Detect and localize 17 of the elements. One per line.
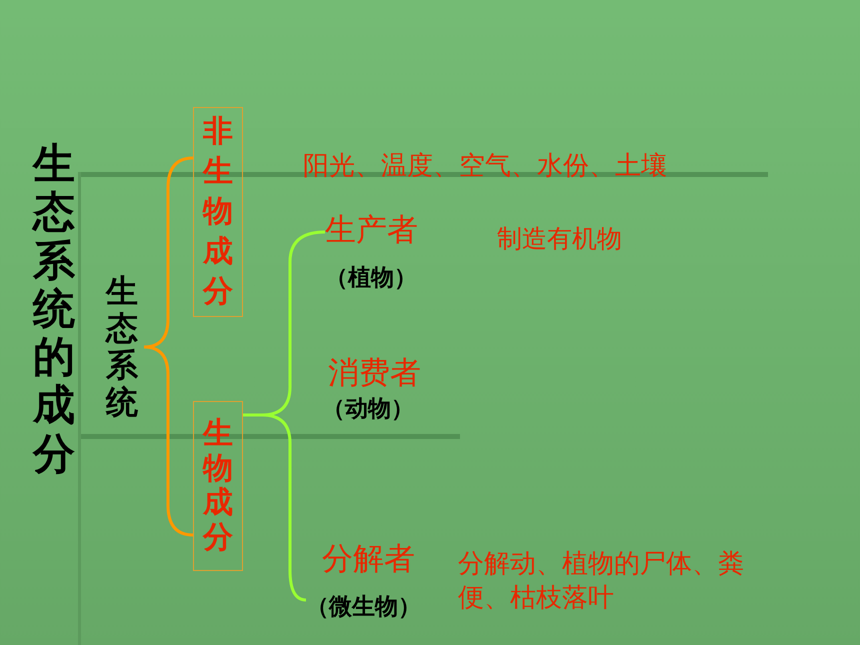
node-label: 消费者: [328, 355, 421, 392]
description-text: 阳光、温度、空气、水份、土壤: [303, 150, 667, 183]
node-label: 非生物成分: [203, 113, 233, 311]
node-label: 生态系统: [106, 273, 138, 421]
brace-connector: [243, 414, 306, 602]
title: 生态系统的成分: [33, 140, 75, 478]
node-sublabel: （微生物）: [306, 593, 421, 622]
brace-connector: [142, 346, 194, 536]
category-box: [193, 107, 243, 317]
description-text: 分解动、植物的尸体、粪便、枯枝落叶: [457, 548, 745, 615]
node-sublabel: （植物）: [325, 264, 417, 294]
node-label: 分解者: [322, 541, 415, 578]
category-box: [193, 401, 243, 571]
description-text: 制造有机物: [497, 223, 622, 255]
node-label: 生产者: [325, 212, 418, 250]
node-sublabel: （动物）: [322, 395, 414, 424]
node-label: 生物成分: [203, 417, 233, 555]
